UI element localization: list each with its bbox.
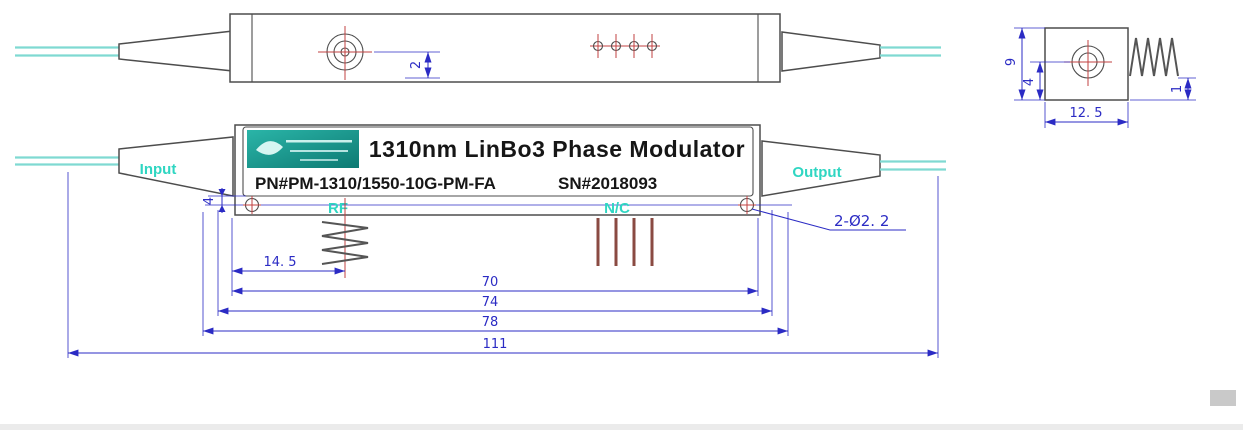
input-label: Input [140, 161, 177, 178]
fiber-boot-left [118, 30, 234, 72]
leader-line [751, 208, 906, 231]
dim-overall-length: 111 [68, 337, 938, 357]
top-view: 2 [15, 13, 941, 83]
dim-front-offset: 4 [202, 188, 246, 213]
dim-end-width-text: 12. 5 [1069, 106, 1102, 121]
dim-end-height: 9 [1004, 27, 1045, 101]
dim-span-70-text: 70 [482, 275, 499, 290]
serial-number: SN#2018093 [558, 174, 657, 193]
dim-span-74: 74 [218, 295, 772, 315]
logo-text-line [300, 159, 338, 161]
dim-end-offset-text: 4 [1022, 78, 1037, 86]
dim-span-74-text: 74 [482, 295, 499, 310]
rf-label: RF [328, 200, 348, 217]
arrowhead [218, 205, 226, 212]
page-edge-strip [0, 424, 1243, 430]
dim-rf-from-left: 14. 5 [232, 255, 345, 275]
pin-header-top [590, 34, 660, 58]
fiber-boot-right [781, 31, 881, 72]
dim-overall-length-text: 111 [483, 337, 508, 352]
dim-rf-from-left-text: 14. 5 [263, 255, 296, 270]
rf-connector-coil-side [1129, 37, 1179, 77]
dim-span-78: 78 [203, 315, 788, 335]
dim-end-tail-text: 1 [1170, 85, 1185, 93]
fiber-boot-output [761, 140, 881, 197]
end-view: 9 4 12. 5 1 [1004, 27, 1196, 128]
logo-text-line [290, 150, 348, 152]
part-number: PN#PM-1310/1550-10G-PM-FA [255, 174, 496, 193]
logo-mark [256, 141, 283, 155]
dim-span-70: 70 [232, 275, 758, 295]
nc-label: N/C [604, 200, 630, 217]
dim-end-width: 12. 5 [1044, 102, 1129, 128]
dim-span-78-text: 78 [482, 315, 499, 330]
brand-logo [247, 130, 359, 168]
dim-end-tail: 1 [1130, 77, 1196, 101]
dim-front-offset-text: 4 [202, 197, 217, 205]
dim-top-offset-text: 2 [409, 61, 424, 69]
rf-connector-coil-front [321, 221, 369, 265]
hole-note-text: 2-Ø2. 2 [834, 212, 889, 230]
module-body-top [229, 13, 781, 83]
output-label: Output [792, 164, 841, 181]
end-view-body [1044, 27, 1129, 101]
logo-text-line [286, 140, 352, 143]
dim-end-height-text: 9 [1004, 58, 1019, 66]
dim-top-offset: 2 [374, 51, 440, 79]
dim-end-offset: 4 [1022, 61, 1070, 100]
scrollbar-artifact [1210, 390, 1236, 406]
arrowhead [218, 189, 226, 196]
label-plate [242, 126, 754, 197]
product-title: 1310nm LinBo3 Phase Modulator [369, 136, 745, 162]
hole-note: 2-Ø2. 2 [751, 208, 906, 231]
front-view: Input 1310nm LinBo3 Phase Modulator PN#P… [15, 124, 946, 358]
